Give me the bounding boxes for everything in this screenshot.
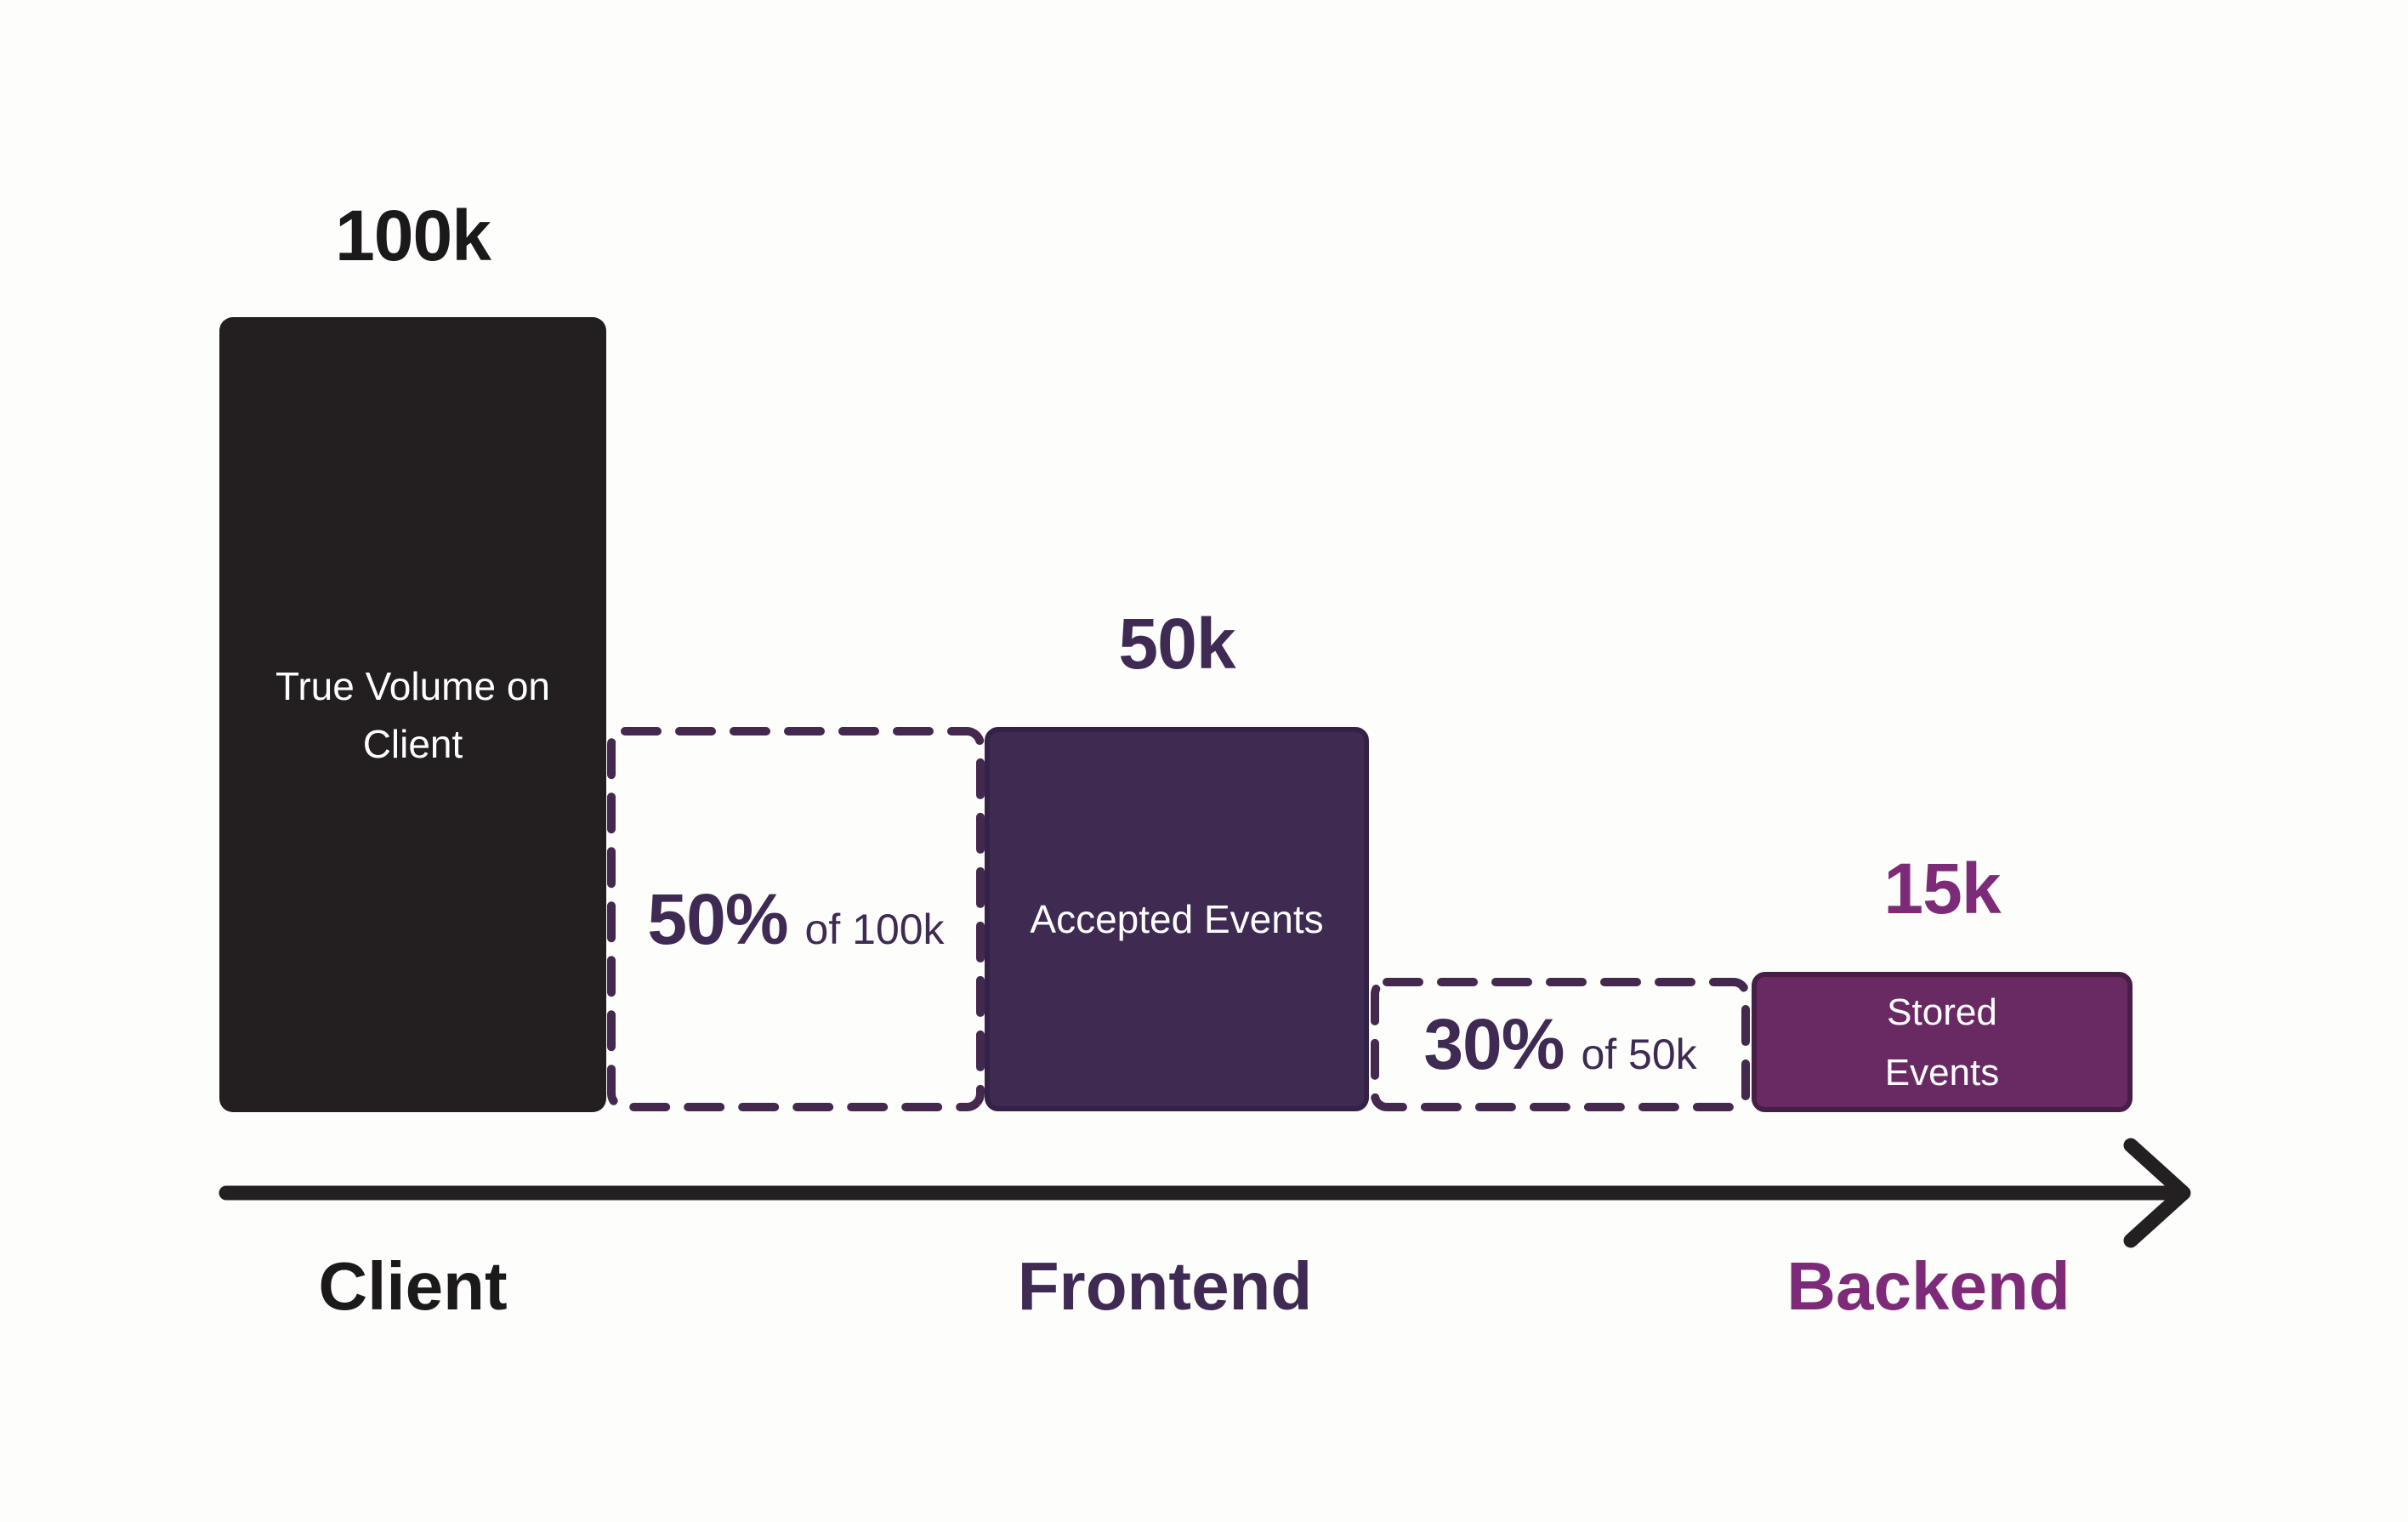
client-bar: True Volume on Client bbox=[219, 317, 606, 1112]
client-value-label: 100k bbox=[335, 196, 491, 275]
loss-annotation-frontend-to-backend: 30% of 50k bbox=[1371, 978, 1750, 1111]
loss-annotation-text: 50% of 100k bbox=[647, 878, 944, 961]
backend-bar: Stored Events bbox=[1752, 972, 2133, 1112]
backend-value-label: 15k bbox=[1883, 849, 2001, 929]
frontend-bar: Accepted Events bbox=[985, 727, 1369, 1111]
frontend-bar-label: Accepted Events bbox=[1030, 897, 1324, 941]
axis-label-frontend: Frontend bbox=[1017, 1248, 1313, 1324]
loss-basis: of 50k bbox=[1581, 1031, 1697, 1078]
loss-percent: 30% bbox=[1423, 1004, 1565, 1084]
client-bar-label-line2: Client bbox=[362, 721, 463, 766]
loss-annotation-text: 30% of 50k bbox=[1423, 1003, 1696, 1086]
frontend-value-label: 50k bbox=[1118, 604, 1235, 684]
axis-label-backend: Backend bbox=[1786, 1248, 2070, 1324]
dropped-events-dashed-box-2 bbox=[1371, 978, 1750, 1111]
backend-bar-label-line1: Stored bbox=[1887, 991, 1997, 1033]
client-bar-label-line1: True Volume on bbox=[275, 663, 551, 708]
dropped-events-dashed-box-1 bbox=[607, 727, 985, 1111]
loss-annotation-client-to-frontend: 50% of 100k bbox=[607, 727, 985, 1111]
flow-arrow-head-icon bbox=[2123, 1138, 2191, 1248]
loss-basis: of 100k bbox=[804, 905, 945, 953]
loss-percent: 50% bbox=[647, 878, 788, 959]
flow-arrow bbox=[219, 1138, 2191, 1248]
axis-label-client: Client bbox=[318, 1248, 508, 1324]
backend-bar-label-line2: Events bbox=[1884, 1051, 2000, 1093]
